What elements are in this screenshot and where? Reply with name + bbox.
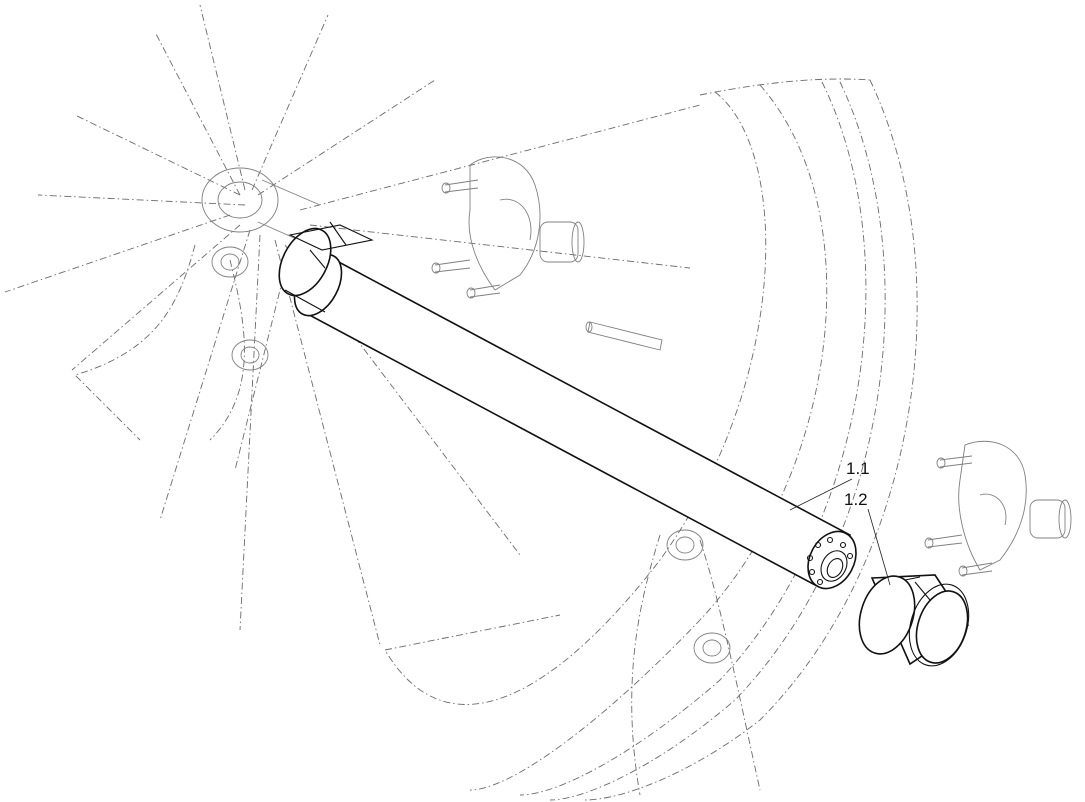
caliper-ghost-right bbox=[924, 440, 1072, 577]
left-fork-ghost bbox=[74, 244, 269, 441]
callout-axle: 1.1 bbox=[789, 459, 870, 511]
end-cap bbox=[858, 574, 970, 667]
axle-tube bbox=[278, 221, 857, 590]
bottom-fork-ghost bbox=[631, 529, 761, 796]
wheel-rim-ghost bbox=[384, 78, 918, 801]
callout-end-cap: 1.2 bbox=[844, 490, 891, 586]
pin-ghost bbox=[585, 321, 663, 351]
callout-label-end-cap: 1.2 bbox=[844, 490, 868, 509]
callout-label-axle: 1.1 bbox=[846, 459, 870, 478]
caliper-ghost-center bbox=[431, 156, 585, 299]
hub-ghost bbox=[201, 167, 321, 246]
